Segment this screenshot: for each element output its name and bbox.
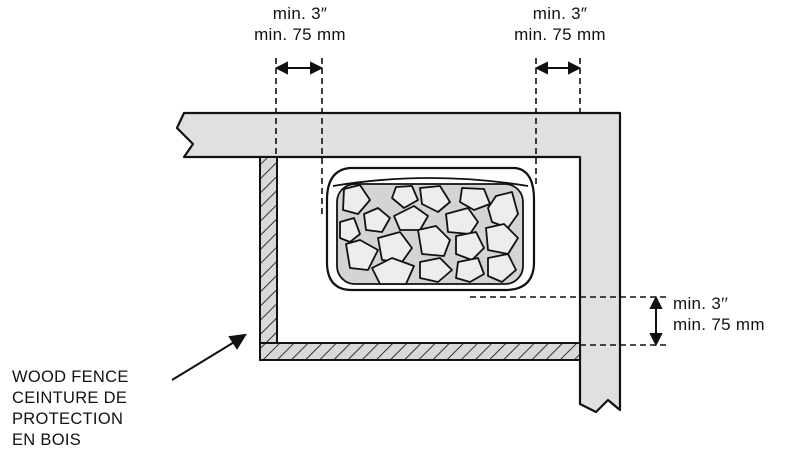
top-left-clearance-mm: min. 75 mm: [254, 25, 346, 44]
top-left-clearance-guides: [275, 58, 323, 215]
top-left-clearance-label: min. 3″ min. 75 mm: [230, 3, 370, 45]
fence-label-line-2: CEINTURE DE: [12, 389, 128, 407]
top-left-clearance-inches: min. 3″: [272, 4, 328, 23]
top-right-clearance-inches: min. 3″: [532, 4, 588, 23]
side-clearance-label: min. 3′′ min. 75 mm: [673, 293, 765, 335]
side-clearance-mm: min. 75 mm: [673, 315, 765, 334]
fence-label-line-3: PROTECTION: [12, 410, 124, 428]
wood-fence-left-board: [259, 156, 278, 361]
fence-pointer-arrow: [171, 333, 247, 381]
top-left-dimension-arrow: [274, 61, 324, 75]
top-right-clearance-guides: [535, 58, 581, 185]
bottom-clearance-guides: [470, 296, 666, 346]
top-right-dimension-arrow: [534, 61, 582, 75]
wood-fence-bottom-board: [259, 342, 581, 361]
wood-fence-label: WOOD FENCE CEINTURE DE PROTECTION EN BOI…: [12, 367, 129, 451]
side-clearance-inches: min. 3′′: [673, 294, 729, 313]
top-right-clearance-mm: min. 75 mm: [514, 25, 606, 44]
fence-label-line-1: WOOD FENCE: [12, 368, 129, 386]
side-dimension-arrow: [649, 295, 663, 347]
sauna-stones: [339, 184, 519, 285]
top-right-clearance-label: min. 3″ min. 75 mm: [490, 3, 630, 45]
sauna-wall: [175, 111, 622, 414]
fence-label-line-4: EN BOIS: [12, 431, 82, 449]
heater-lid-curve: [332, 177, 529, 187]
sauna-heater: [325, 166, 536, 292]
